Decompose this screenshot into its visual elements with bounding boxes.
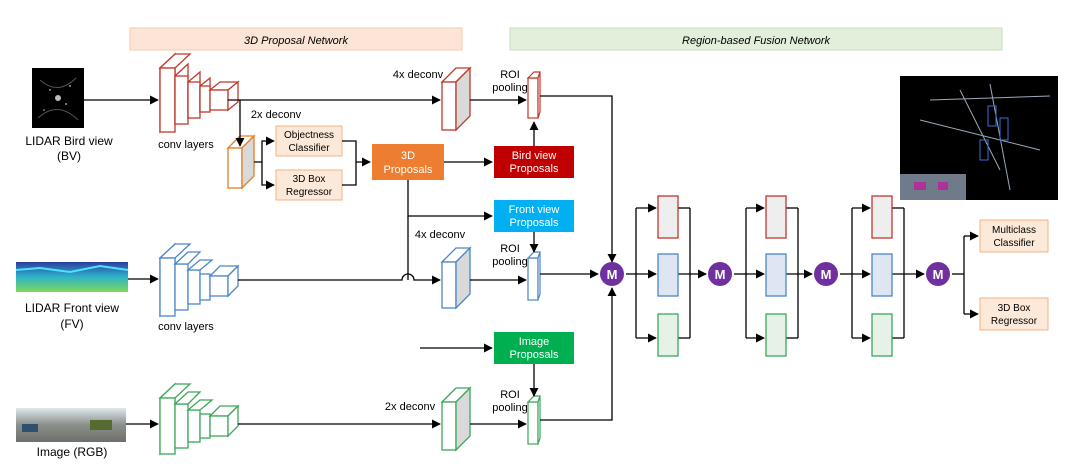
deconv-4x-top: 4x deconv: [393, 69, 444, 81]
svg-text:M: M: [933, 267, 944, 282]
objectness-text-1: Objectness: [284, 130, 334, 141]
bird-view-proposals-box: [494, 146, 574, 178]
bird-view-image: [32, 68, 84, 128]
bv-label-1: LIDAR Bird view: [25, 134, 113, 148]
objectness-classifier-box: [275, 125, 343, 157]
banner-3d-proposal: [129, 27, 463, 51]
fusion-box-blue-2: [765, 253, 787, 297]
front-view-proposals-box: [494, 200, 574, 232]
fusion-box-blue-3: [871, 253, 893, 297]
fusion-box-green-1: [657, 313, 679, 357]
fv-label-2: (FV): [60, 317, 83, 331]
fusion-box-green-2: [765, 313, 787, 357]
fusion-box-green-3: [871, 313, 893, 357]
p3d-text-2: Proposals: [384, 164, 433, 176]
banner-left-text: 3D Proposal Network: [244, 35, 348, 47]
pooling-label-3: pooling: [492, 402, 527, 414]
multiclass-text-1: Multiclass: [992, 225, 1036, 236]
rgb-label: Image (RGB): [37, 445, 108, 459]
fv-label-1: LIDAR Front view: [25, 301, 119, 315]
box-regressor-box: [275, 169, 343, 201]
final-reg-text-1: 3D Box: [998, 303, 1031, 314]
fusion-box-red-3: [871, 195, 893, 239]
proposal-net-connections: [84, 95, 617, 429]
objectness-text-2: Classifier: [288, 143, 330, 154]
fusion-network: [626, 195, 979, 357]
banner-fusion: [509, 27, 1003, 51]
roi-pool-rgb: [526, 395, 541, 445]
rgb-deconv-2x-block: [440, 386, 472, 452]
merge-node-4: M: [926, 262, 950, 286]
conv-layers-fv: conv layers: [158, 321, 214, 333]
front-view-image: [15, 262, 129, 292]
image-text-1: Image: [519, 336, 550, 348]
bv-label-2: (BV): [57, 149, 81, 163]
roi-label-3: ROI: [500, 389, 520, 401]
svg-text:M: M: [607, 267, 618, 282]
bv-conv-stack: [158, 52, 240, 134]
svg-text:M: M: [715, 267, 726, 282]
detection-result-image: [900, 76, 1058, 200]
proposals-3d-box: [372, 144, 444, 180]
pooling-label-2: pooling: [492, 256, 527, 268]
merge-node-1: M: [600, 262, 624, 286]
merge-node-3: M: [814, 262, 838, 286]
rgb-conv-stack: [158, 382, 240, 456]
image-proposals-box: [494, 332, 574, 364]
pooling-label-1: pooling: [492, 82, 527, 94]
fusion-box-red-1: [657, 195, 679, 239]
multiclass-classifier-box: [979, 219, 1049, 253]
bv-deconv-4x-block: [440, 66, 472, 132]
conv-layers-bv: conv layers: [158, 139, 214, 151]
front-text-1: Front view: [509, 204, 560, 216]
fusion-box-red-2: [765, 195, 787, 239]
deconv-4x-mid: 4x deconv: [415, 229, 466, 241]
roi-label-1: ROI: [500, 69, 520, 81]
bv-deconv-block: [226, 134, 256, 190]
fusion-box-blue-1: [657, 253, 679, 297]
roi-label-2: ROI: [500, 243, 520, 255]
roi-pool-fv: [526, 251, 541, 301]
svg-text:M: M: [821, 267, 832, 282]
deconv-2x-bottom: 2x deconv: [385, 401, 436, 413]
final-box-regressor: [979, 297, 1049, 331]
box-reg-text-1: 3D Box: [293, 174, 326, 185]
multiclass-text-2: Classifier: [993, 238, 1035, 249]
roi-pool-bv: [526, 71, 541, 119]
front-text-2: Proposals: [510, 217, 559, 229]
fv-conv-stack: [158, 242, 240, 318]
final-reg-text-2: Regressor: [991, 316, 1038, 327]
image-text-2: Proposals: [510, 349, 559, 361]
rgb-image: [16, 408, 126, 442]
fv-deconv-4x-block: [440, 246, 472, 310]
banner-right-text: Region-based Fusion Network: [682, 35, 830, 47]
box-reg-text-2: Regressor: [286, 187, 333, 198]
bird-text-1: Bird view: [512, 150, 557, 162]
merge-node-2: M: [708, 262, 732, 286]
bird-text-2: Proposals: [510, 163, 559, 175]
deconv-2x-top: 2x deconv: [251, 109, 302, 121]
p3d-text-1: 3D: [401, 150, 415, 162]
